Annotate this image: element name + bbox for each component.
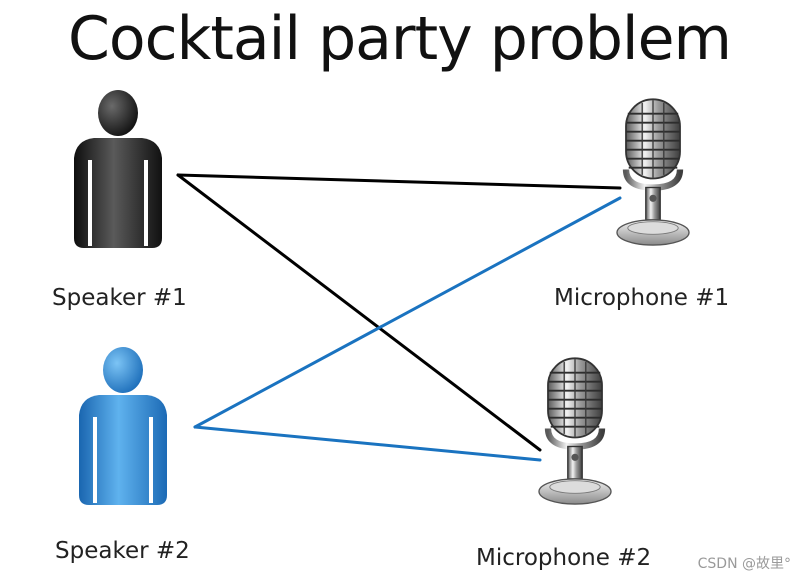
speaker-1-label: Speaker #1 — [52, 285, 187, 311]
connection-line-3 — [193, 196, 622, 429]
microphone-1-microphone-icon — [617, 99, 689, 245]
connection-line-2 — [176, 173, 542, 452]
microphone-1-label: Microphone #1 — [554, 285, 730, 311]
connection-line-4 — [193, 425, 542, 462]
speaker-1-person-icon — [72, 88, 164, 250]
connection-line-1 — [176, 173, 622, 190]
microphone-2-microphone-icon — [539, 358, 611, 504]
watermark: CSDN @故里° — [697, 556, 791, 572]
connection-lines — [176, 173, 622, 462]
diagram-title: Cocktail party problem — [68, 4, 732, 74]
microphone-2-label: Microphone #2 — [476, 545, 652, 571]
speaker-2-person-icon — [77, 345, 169, 507]
speaker-2-label: Speaker #2 — [55, 538, 190, 564]
